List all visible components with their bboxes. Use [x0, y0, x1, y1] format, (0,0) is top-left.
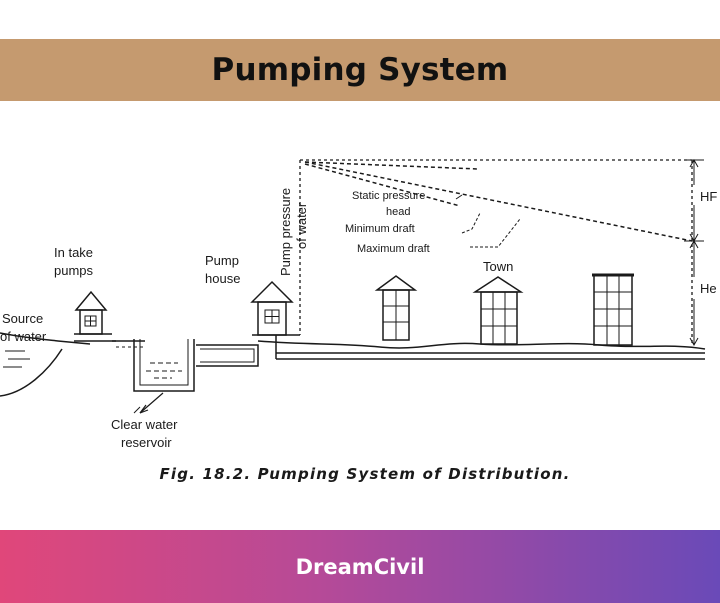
water-source	[0, 332, 91, 397]
page-title: Pumping System	[211, 52, 509, 88]
header-band: Pumping System	[0, 39, 720, 101]
figure-caption: Fig. 18.2. Pumping System of Distributio…	[159, 465, 570, 483]
source-label-line1: Source	[2, 311, 43, 326]
intake-label-line1: In take	[54, 245, 93, 260]
pumping-system-diagram: In take pumps Source of water Pump house…	[0, 101, 720, 530]
pump-house-label-line2: house	[205, 271, 240, 286]
clear-water-reservoir	[133, 339, 259, 414]
he-label: He	[700, 281, 717, 296]
town-label: Town	[483, 259, 513, 274]
water-tower-3	[592, 273, 634, 346]
footer-band: DreamCivil	[0, 530, 720, 603]
reservoir-label-line2: reservoir	[121, 435, 172, 450]
pump-house	[250, 280, 300, 336]
maximum-draft-label: Maximum draft	[357, 243, 430, 255]
reservoir-label-line1: Clear water	[111, 417, 178, 432]
water-tower-2	[472, 276, 524, 345]
pump-pressure-label-line2: of water	[294, 202, 309, 249]
static-head-label-line1: Static pressure	[352, 190, 425, 202]
minimum-draft-label: Minimum draft	[345, 223, 415, 235]
static-head-label-line2: head	[386, 206, 410, 218]
source-label-line2: of water	[0, 329, 47, 344]
pump-house-label-line1: Pump	[205, 253, 239, 268]
water-tower-1	[374, 275, 418, 341]
pump-pressure-label-line1: Pump pressure	[278, 188, 293, 276]
brand-name: DreamCivil	[295, 554, 425, 579]
hf-label: HF	[700, 189, 717, 204]
intake-label-line2: pumps	[54, 263, 94, 278]
intake-pump-house	[74, 290, 116, 342]
